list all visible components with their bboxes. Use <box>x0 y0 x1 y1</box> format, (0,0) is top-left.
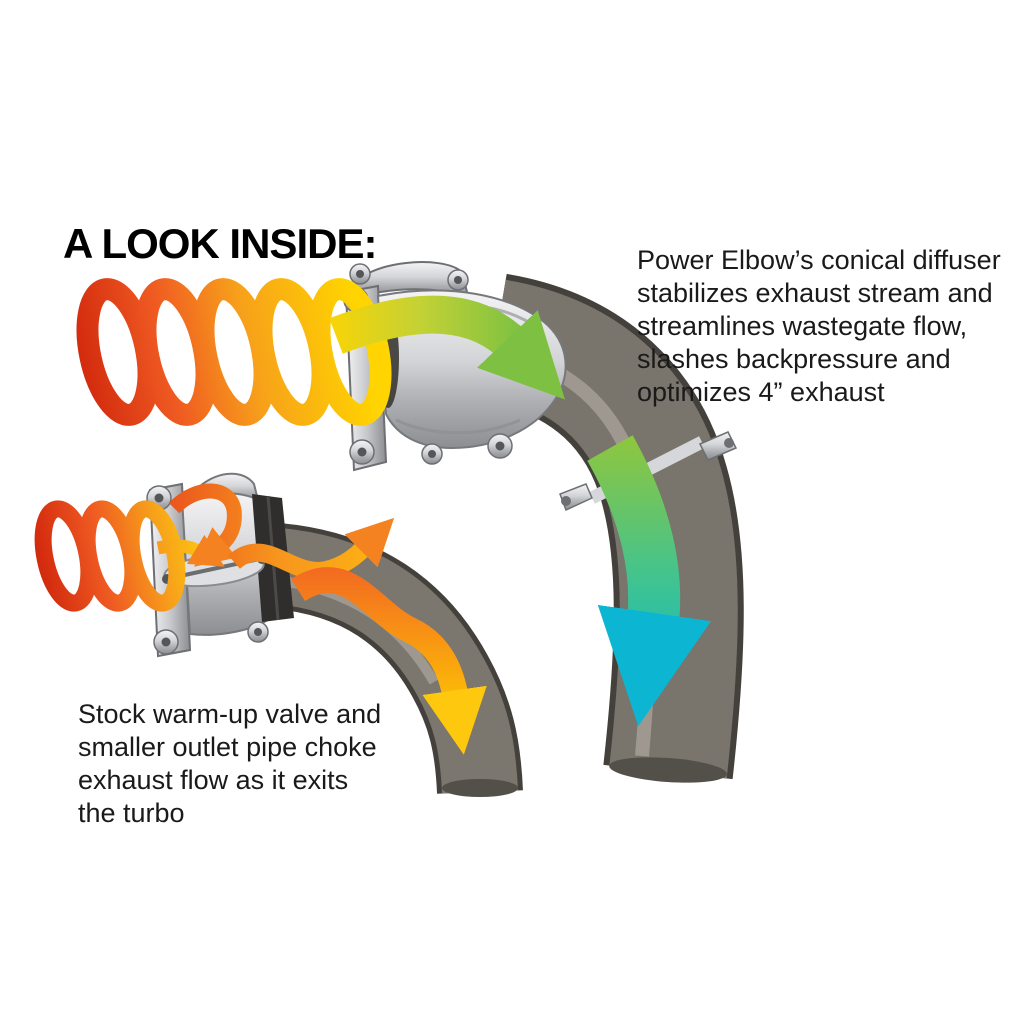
stock-elbow-cutaway <box>34 472 523 797</box>
turbulent-exhaust-coil-large <box>76 278 392 426</box>
smooth-exhaust-gradient-arrow <box>587 435 712 727</box>
caption-line: smaller outlet pipe choke <box>78 732 377 762</box>
caption-line: stabilizes exhaust stream and <box>637 278 993 308</box>
power-elbow-caption: Power Elbow’s conical diffuser stabilize… <box>637 244 1001 409</box>
caption-line: streamlines wastegate flow, <box>637 311 968 341</box>
caption-line: exhaust flow as it exits <box>78 765 349 795</box>
wastegate-flow-arrow <box>329 295 565 400</box>
page-title: A LOOK INSIDE: <box>63 220 377 268</box>
caption-line: Stock warm-up valve and <box>78 699 382 729</box>
restricted-exhaust-arrow <box>291 567 487 755</box>
caption-line: the turbo <box>78 798 185 828</box>
caption-line: Power Elbow’s conical diffuser <box>637 245 1001 275</box>
choked-flow-arrows <box>156 483 487 755</box>
stock-elbow-caption: Stock warm-up valve and smaller outlet p… <box>78 698 381 830</box>
power-elbow-cutaway <box>76 261 744 783</box>
caption-line: optimizes 4” exhaust <box>637 377 885 407</box>
caption-line: slashes backpressure and <box>637 344 951 374</box>
